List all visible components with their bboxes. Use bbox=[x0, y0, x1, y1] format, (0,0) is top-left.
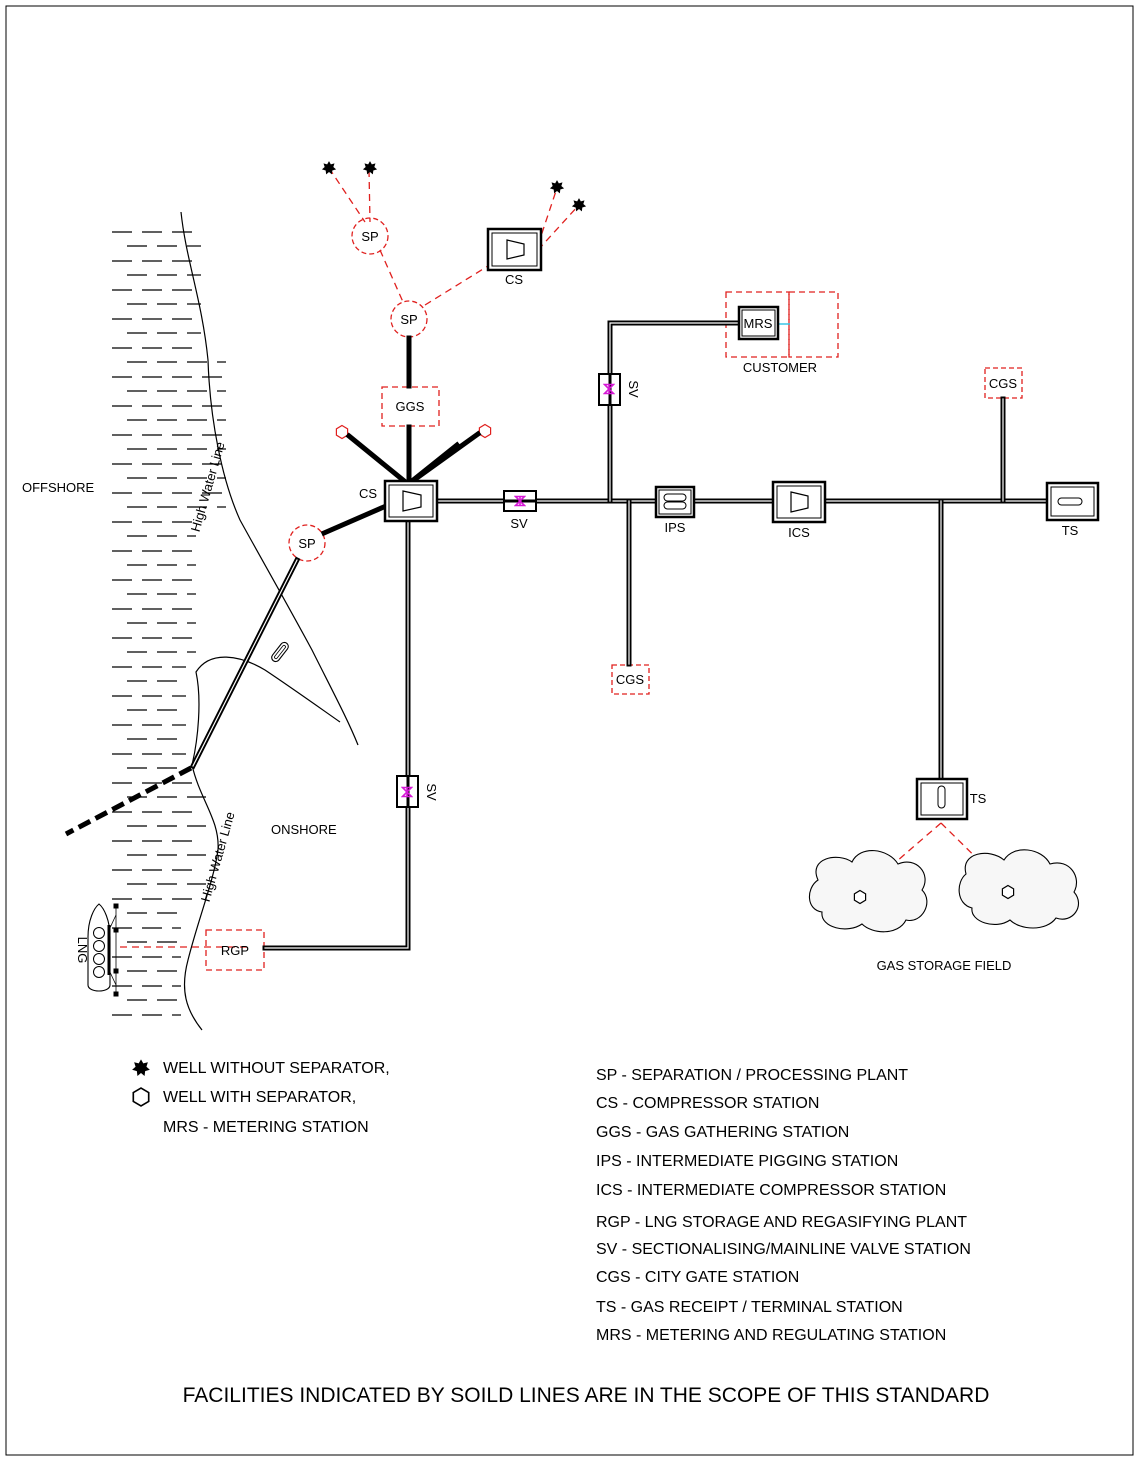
svg-text:CUSTOMER: CUSTOMER bbox=[743, 360, 817, 375]
well-with-separator-icon bbox=[853, 889, 867, 905]
ics-station: ICS bbox=[771, 480, 827, 540]
rgp-station: RGP bbox=[205, 929, 265, 971]
footer-note: FACILITIES INDICATED BY SOILD LINES ARE … bbox=[183, 1384, 990, 1407]
svg-text:SV: SV bbox=[626, 380, 641, 398]
ts-station-terminal: TS bbox=[1045, 481, 1100, 538]
cgs-station-upper: CGS bbox=[984, 367, 1023, 399]
page-border bbox=[5, 5, 1134, 1456]
svg-text:CGS - CITY GATE STATION: CGS - CITY GATE STATION bbox=[596, 1269, 799, 1286]
well-without-separator-icon bbox=[362, 161, 378, 175]
offshore-gathering-dashed bbox=[118, 167, 1009, 948]
well-without-separator-icon bbox=[132, 1059, 150, 1076]
svg-text:High Water Line: High Water Line bbox=[188, 440, 228, 533]
svg-text:SP - SEPARATION / PROCESSING P: SP - SEPARATION / PROCESSING PLANT bbox=[596, 1067, 908, 1084]
gas-storage-field: GAS STORAGE FIELD bbox=[808, 849, 1080, 973]
svg-text:SP: SP bbox=[298, 536, 315, 551]
svg-text:MRS - METERING STATION: MRS - METERING STATION bbox=[163, 1119, 369, 1136]
svg-text:IPS - INTERMEDIATE PIGGING STA: IPS - INTERMEDIATE PIGGING STATION bbox=[596, 1153, 898, 1170]
svg-text:CS: CS bbox=[359, 486, 377, 501]
onshore-label: ONSHORE bbox=[271, 822, 337, 837]
pipelines-in-scope bbox=[64, 320, 1050, 951]
svg-text:WELL WITH SEPARATOR,: WELL WITH SEPARATOR, bbox=[163, 1089, 356, 1106]
svg-text:ICS: ICS bbox=[788, 525, 810, 540]
storage-cloud-right bbox=[958, 849, 1080, 929]
svg-text:WELL WITHOUT SEPARATOR,: WELL WITHOUT SEPARATOR, bbox=[163, 1060, 390, 1077]
cgs-station-lower: CGS bbox=[611, 664, 650, 695]
ts-station-storage: TS bbox=[915, 777, 987, 821]
sv-station-rgp-line: SV bbox=[396, 775, 439, 808]
cs-station-main: CS bbox=[359, 479, 439, 523]
well-with-separator-icon bbox=[132, 1087, 150, 1107]
svg-text:CGS: CGS bbox=[989, 376, 1018, 391]
svg-text:CS: CS bbox=[505, 272, 523, 287]
svg-text:SP: SP bbox=[400, 312, 417, 327]
svg-text:TS: TS bbox=[970, 791, 987, 806]
svg-text:TS - GAS RECEIPT / TERMINAL ST: TS - GAS RECEIPT / TERMINAL STATION bbox=[596, 1299, 903, 1316]
svg-text:SP: SP bbox=[361, 229, 378, 244]
svg-text:RGP: RGP bbox=[221, 943, 249, 958]
pig-symbol bbox=[271, 641, 289, 663]
ggs-station: GGS bbox=[381, 386, 440, 427]
svg-text:ICS - INTERMEDIATE COMPRESSOR: ICS - INTERMEDIATE COMPRESSOR STATION bbox=[596, 1182, 946, 1199]
well-without-separator-icon bbox=[549, 180, 565, 194]
well-without-separator-icon bbox=[321, 161, 337, 175]
high-water-line-label-lower: High Water Line bbox=[198, 810, 238, 903]
high-water-line bbox=[180, 211, 359, 746]
cs-station-offshore: CS bbox=[486, 227, 543, 287]
offshore-label: OFFSHORE bbox=[22, 480, 95, 495]
lng-ship: LNG bbox=[75, 903, 119, 997]
sp-station-nearshore: SP bbox=[288, 524, 326, 562]
svg-text:GAS STORAGE FIELD: GAS STORAGE FIELD bbox=[877, 958, 1012, 973]
high-water-line-label-upper: High Water Line bbox=[188, 440, 228, 533]
svg-text:SV - SECTIONALISING/MAINLINE V: SV - SECTIONALISING/MAINLINE VALVE STATI… bbox=[596, 1241, 971, 1258]
well-with-separator-icon bbox=[478, 423, 492, 439]
svg-text:LNG: LNG bbox=[75, 937, 90, 964]
customer-area: CUSTOMER bbox=[725, 291, 839, 375]
svg-text:SV: SV bbox=[424, 783, 439, 801]
ips-station: IPS bbox=[654, 485, 696, 535]
storage-cloud-left bbox=[808, 850, 928, 933]
svg-text:MRS - METERING AND REGULATING: MRS - METERING AND REGULATING STATION bbox=[596, 1327, 946, 1344]
coastline bbox=[183, 764, 219, 1031]
svg-text:GGS - GAS GATHERING STATION: GGS - GAS GATHERING STATION bbox=[596, 1124, 849, 1141]
sv-station-customer-branch: SV bbox=[598, 373, 641, 406]
well-with-separator-icon bbox=[1001, 884, 1015, 900]
svg-text:CS - COMPRESSOR STATION: CS - COMPRESSOR STATION bbox=[596, 1095, 819, 1112]
sp-station-offshore-lower: SP bbox=[390, 300, 428, 338]
svg-text:CGS: CGS bbox=[616, 672, 645, 687]
sv-station-mainline: SV bbox=[503, 490, 537, 531]
abbreviation-legend: SP - SEPARATION / PROCESSING PLANT CS - … bbox=[596, 1067, 971, 1344]
mrs-station: MRS bbox=[737, 305, 780, 341]
symbol-legend: WELL WITHOUT SEPARATOR, WELL WITH SEPARA… bbox=[132, 1059, 390, 1136]
sp-station-offshore-upper: SP bbox=[351, 217, 389, 255]
svg-text:High Water Line: High Water Line bbox=[198, 810, 238, 903]
water-hatching bbox=[112, 231, 226, 1016]
svg-text:IPS: IPS bbox=[665, 520, 686, 535]
subsea-pipeline bbox=[64, 765, 193, 837]
svg-text:RGP - LNG STORAGE AND REGASIFY: RGP - LNG STORAGE AND REGASIFYING PLANT bbox=[596, 1214, 967, 1231]
svg-text:SV: SV bbox=[510, 516, 528, 531]
svg-text:MRS: MRS bbox=[744, 316, 773, 331]
inlet-outline bbox=[191, 656, 341, 766]
svg-text:TS: TS bbox=[1062, 523, 1079, 538]
svg-text:GGS: GGS bbox=[396, 399, 425, 414]
